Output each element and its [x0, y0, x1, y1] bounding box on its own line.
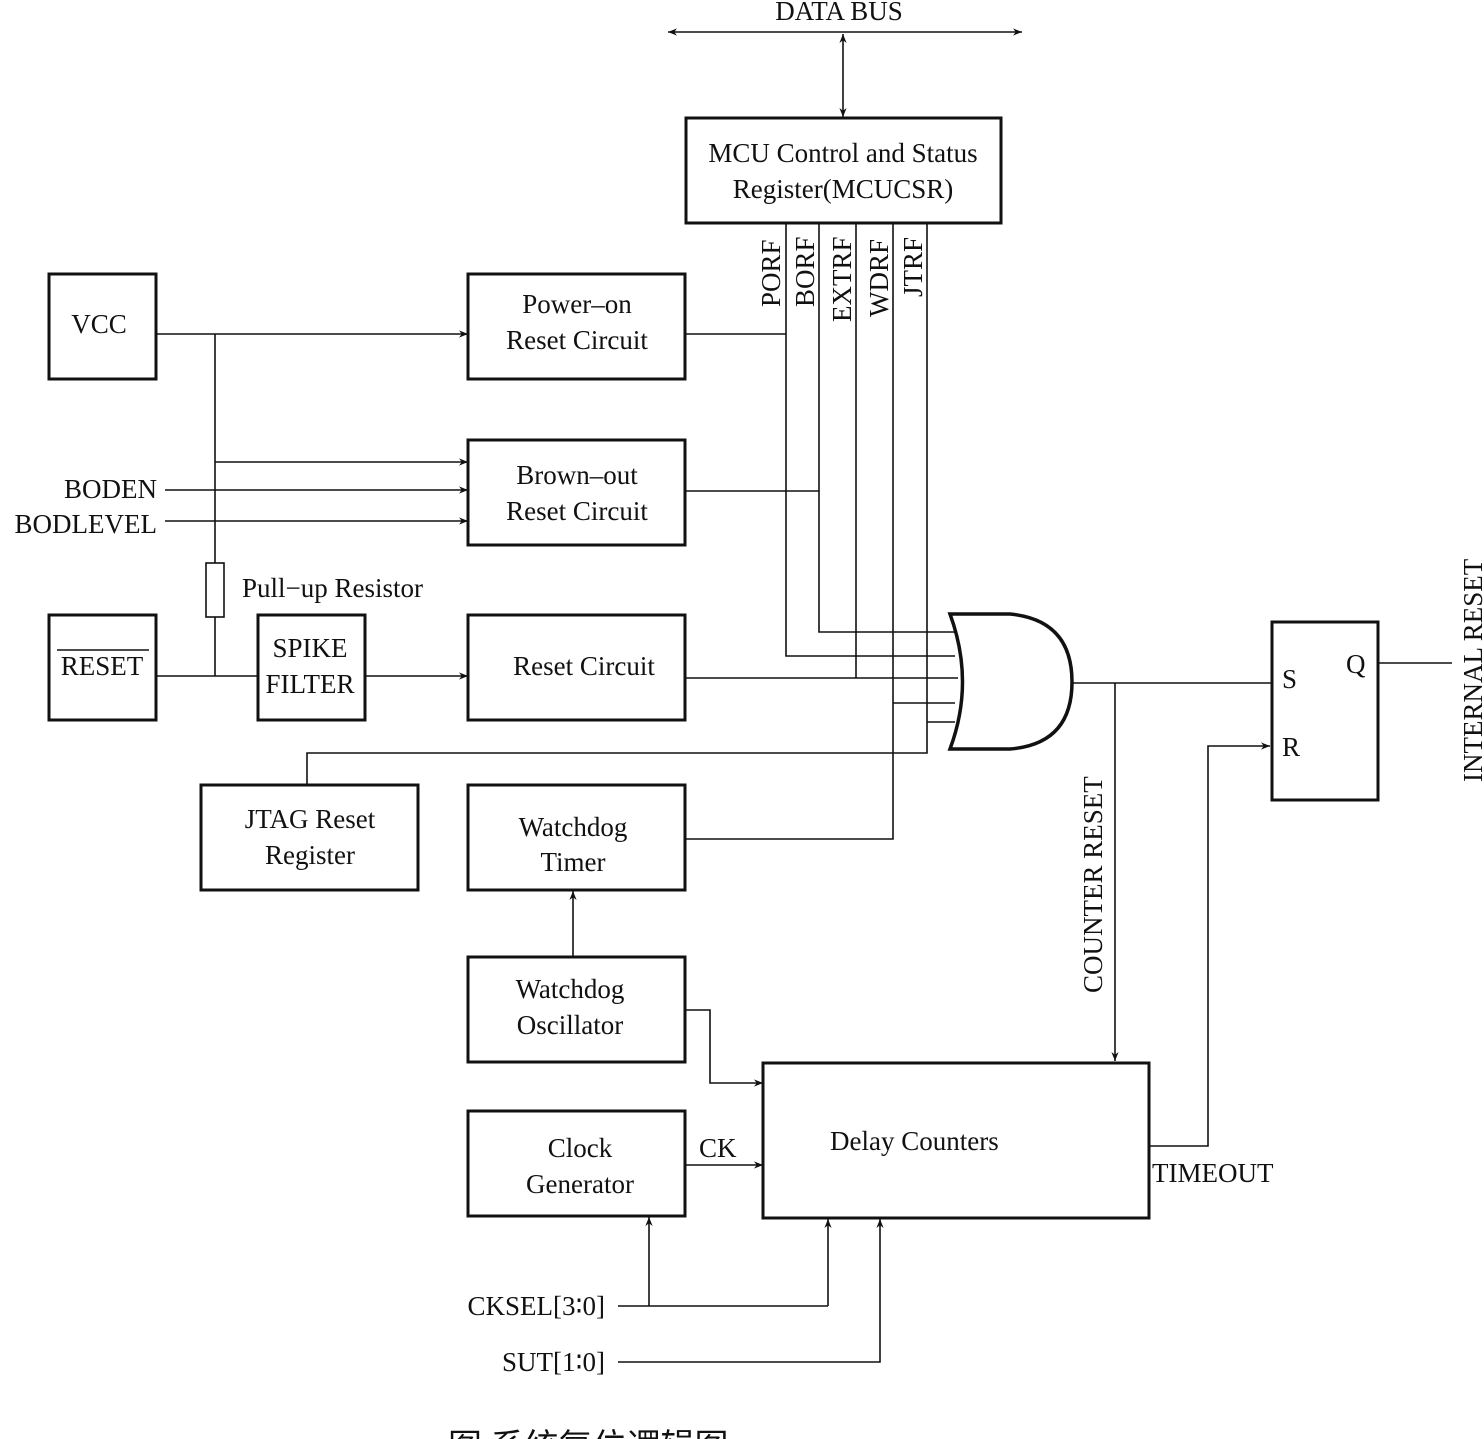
watchdog-timer-label-2: Timer: [540, 847, 605, 877]
power-on-label-1: Power–on: [522, 289, 632, 319]
power-on-label-2: Reset Circuit: [506, 325, 648, 355]
figure-caption: 图 系统复位逻辑图: [448, 1428, 729, 1439]
clock-gen-label-2: Generator: [526, 1169, 634, 1199]
data-bus: DATA BUS: [668, 0, 1022, 117]
boden-label: BODEN: [64, 474, 157, 504]
watchdog-timer-block: Watchdog Timer: [466, 783, 687, 892]
timeout-label: TIMEOUT: [1152, 1158, 1274, 1188]
clock-gen-label-1: Clock: [548, 1133, 613, 1163]
flag-porf: PORF: [756, 239, 786, 307]
vcc-label: VCC: [71, 309, 127, 339]
mcucsr-block: MCU Control and Status Register(MCUCSR): [684, 116, 1003, 225]
sut-label: SUT[1∶0]: [502, 1347, 605, 1377]
spike-filter-label-1: SPIKE: [272, 633, 347, 663]
internal-reset-label: INTERNAL RESET: [1458, 558, 1484, 782]
brown-out-label-2: Reset Circuit: [506, 496, 648, 526]
brown-out-reset-block: Brown–out Reset Circuit: [466, 438, 687, 547]
vcc-block: VCC: [47, 272, 158, 381]
flag-lines: PORF BORF EXTRF WDRF JTRF: [306, 223, 958, 840]
jtag-reset-register-block: JTAG Reset Register: [199, 783, 420, 892]
reset-circuit-block: Reset Circuit: [466, 613, 687, 722]
reset-pin-label: RESET: [61, 651, 144, 681]
mcucsr-label-1: MCU Control and Status: [708, 138, 977, 168]
sr-q-label: Q: [1346, 649, 1366, 679]
ck-label: CK: [699, 1133, 737, 1163]
flag-borf: BORF: [790, 236, 820, 307]
delay-counters-label: Delay Counters: [830, 1126, 999, 1156]
reset-circuit-label: Reset Circuit: [513, 651, 655, 681]
sr-r-label: R: [1282, 732, 1300, 762]
delay-counters-block: Delay Counters: [761, 1061, 1151, 1220]
watchdog-osc-label-1: Watchdog: [516, 974, 625, 1004]
sr-latch: S R Q: [1270, 620, 1380, 802]
sr-s-label: S: [1282, 664, 1297, 694]
jtag-label-2: Register: [265, 840, 355, 870]
jtag-label-1: JTAG Reset: [245, 804, 376, 834]
flag-extrf: EXTRF: [827, 236, 857, 322]
pull-up-label: Pull−up Resistor: [242, 573, 423, 603]
clock-generator-block: Clock Generator: [466, 1109, 687, 1218]
mcucsr-label-2: Register(MCUCSR): [733, 174, 954, 204]
reset-pin-block: RESET: [47, 613, 158, 722]
pull-up-resistor: [205, 562, 225, 618]
or-gate: [947, 612, 1074, 751]
cksel-label: CKSEL[3∶0]: [467, 1291, 605, 1321]
flag-wdrf: WDRF: [864, 239, 894, 317]
spike-filter-block: SPIKE FILTER: [256, 613, 367, 722]
watchdog-osc-label-2: Oscillator: [517, 1010, 623, 1040]
data-bus-label: DATA BUS: [775, 0, 903, 26]
watchdog-timer-label-1: Watchdog: [519, 812, 628, 842]
power-on-reset-block: Power–on Reset Circuit: [466, 272, 687, 381]
flag-jtrf: JTRF: [898, 237, 928, 297]
watchdog-oscillator-block: Watchdog Oscillator: [466, 955, 687, 1064]
brown-out-label-1: Brown–out: [516, 460, 638, 490]
bodlevel-label: BODLEVEL: [15, 509, 157, 539]
counter-reset-label: COUNTER RESET: [1078, 776, 1108, 993]
spike-filter-label-2: FILTER: [265, 669, 354, 699]
